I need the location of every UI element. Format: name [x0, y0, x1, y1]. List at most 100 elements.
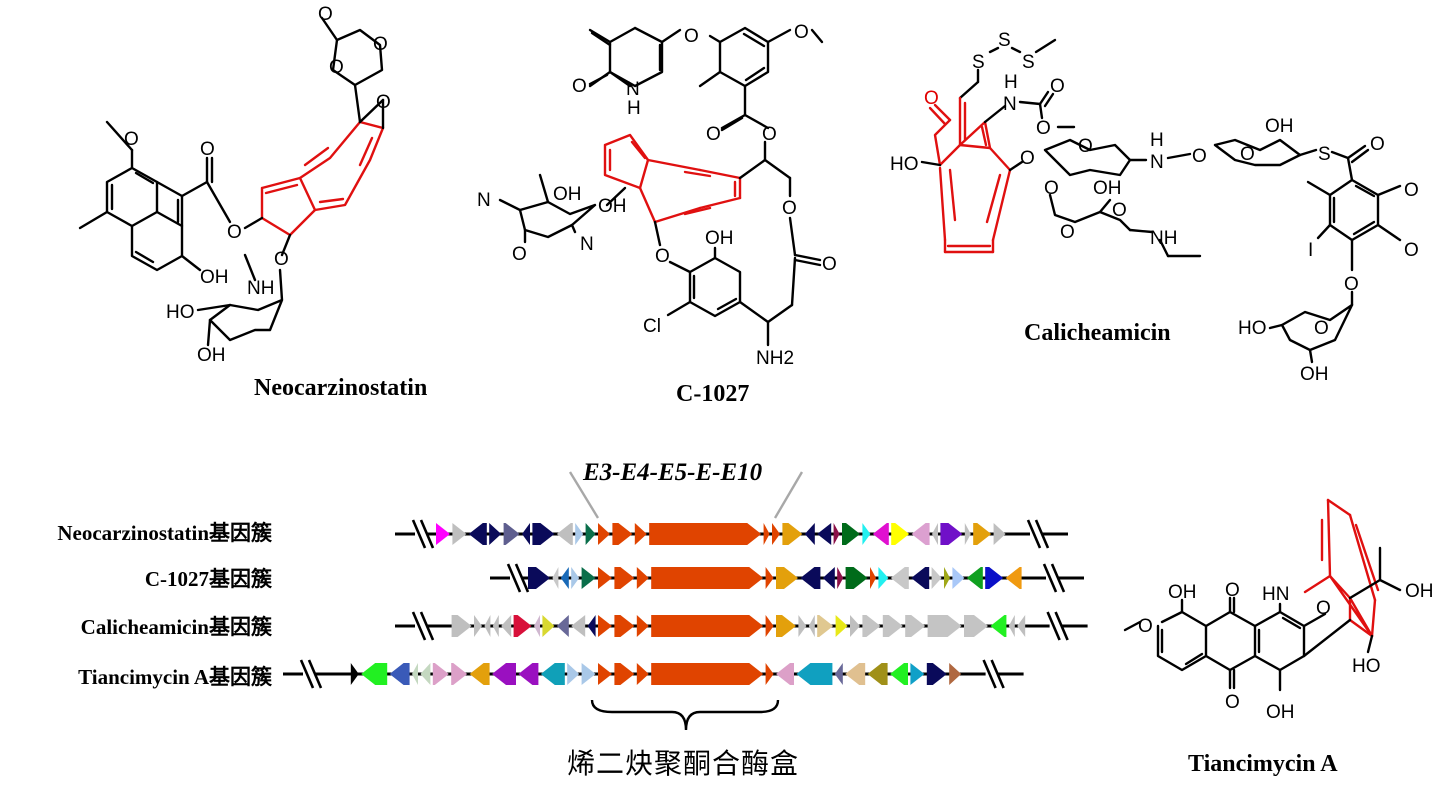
atom-label: O: [1138, 616, 1153, 637]
core-pks-gene-arrow: [612, 523, 633, 545]
gene-arrow: [835, 615, 848, 637]
gene-arrow: [890, 663, 908, 685]
atom-label: O: [1240, 144, 1255, 165]
core-pks-gene-arrow: [614, 567, 635, 589]
atom-label: O: [1036, 118, 1051, 139]
gene-arrow: [776, 663, 794, 685]
gene-arrow: [575, 523, 584, 545]
c1027-structure: O O N H O O O: [477, 22, 837, 369]
compound-name-tiancimycin: Tiancimycin A: [1188, 751, 1338, 777]
gene-arrow: [567, 663, 580, 685]
gene-arrow: [542, 615, 555, 637]
break-mark-icon: [411, 519, 435, 549]
gene-arrow: [776, 567, 798, 589]
core-title-lines: [568, 471, 804, 519]
core-pks-gene-arrow: [636, 615, 649, 637]
core-pks-gene-arrow: [765, 663, 774, 685]
atom-label: Cl: [643, 316, 661, 337]
atom-label: OH: [1093, 178, 1122, 199]
gene-arrow: [522, 523, 530, 545]
gene-track: [283, 659, 1024, 689]
atom-label: O: [1192, 146, 1207, 167]
gene-arrow: [834, 663, 843, 685]
core-pks-gene-arrow: [634, 523, 647, 545]
atom-label: O: [373, 34, 388, 55]
gene-arrow: [833, 523, 840, 545]
gene-arrow: [513, 615, 532, 637]
gene-arrow: [451, 663, 468, 685]
gene-arrow: [587, 615, 596, 637]
core-pks-gene-arrow: [636, 663, 649, 685]
atom-label: OH: [1300, 364, 1329, 385]
atom-label: OH: [1266, 702, 1295, 723]
core-pks-gene-arrow: [598, 615, 612, 637]
atom-label: O: [376, 92, 391, 113]
atom-label: H: [1004, 72, 1018, 93]
atom-label: OH: [705, 228, 734, 249]
gene-arrow: [436, 523, 450, 545]
cassette-brace: [590, 699, 780, 731]
neocarzinostatin-structure: O O O OH O O O O O: [78, 4, 391, 366]
gene-arrow: [556, 615, 569, 637]
gene-arrow: [837, 567, 844, 589]
atom-label: S: [1318, 144, 1331, 165]
core-pks-gene-arrow: [614, 615, 635, 637]
gene-arrow: [911, 523, 930, 545]
core-pks-gene-arrow: [772, 523, 780, 545]
gene-arrow: [985, 567, 1004, 589]
atom-label: OH: [1265, 116, 1294, 137]
gene-arrow: [361, 663, 388, 685]
gene-arrow: [882, 615, 903, 637]
atom-label: O: [1316, 598, 1331, 619]
gene-arrow: [492, 615, 499, 637]
atom-label-red: O: [924, 88, 939, 109]
atom-label: O: [1404, 240, 1419, 261]
gene-arrow: [845, 663, 866, 685]
gene-arrow: [585, 523, 596, 545]
gene-track: [490, 563, 1084, 593]
gene-arrow: [412, 663, 418, 685]
gene-arrow: [804, 523, 815, 545]
atom-label: O: [124, 129, 139, 150]
gene-arrow: [489, 523, 502, 545]
atom-label: S: [972, 52, 985, 73]
gene-arrow: [910, 663, 925, 685]
gene-arrow: [503, 523, 520, 545]
gene-arrow: [469, 663, 490, 685]
atom-label: O: [1225, 580, 1240, 601]
gene-arrow: [862, 523, 871, 545]
gene-arrow: [862, 615, 881, 637]
core-pks-gene-arrow: [765, 615, 774, 637]
gene-track: [395, 611, 1088, 641]
gene-arrow: [560, 567, 569, 589]
gene-arrow: [534, 615, 540, 637]
break-mark-icon: [506, 563, 530, 593]
gene-arrow: [872, 523, 889, 545]
gene-arrow: [932, 523, 938, 545]
break-mark-icon: [1026, 519, 1050, 549]
compound-name-c1027: C-1027: [676, 381, 750, 407]
atom-label: O: [1060, 222, 1075, 243]
gene-arrow: [867, 663, 888, 685]
atom-label: O: [329, 57, 344, 78]
gene-arrow: [776, 615, 796, 637]
gene-arrow: [891, 523, 910, 545]
atom-label: N: [1150, 152, 1164, 173]
gene-arrow: [420, 663, 431, 685]
atom-label: O: [227, 222, 242, 243]
gene-arrow: [817, 615, 834, 637]
atom-label: O: [1404, 180, 1419, 201]
gene-arrow: [474, 615, 482, 637]
atom-label: HO: [1238, 318, 1267, 339]
atom-label: S: [998, 30, 1011, 51]
atom-label: O: [200, 139, 215, 160]
gene-arrow: [966, 567, 983, 589]
core-genes-title: E3-E4-E5-E-E10: [583, 459, 763, 486]
gene-arrow: [940, 523, 963, 545]
break-mark-icon: [1046, 611, 1069, 641]
atom-label: H: [1150, 130, 1164, 151]
break-mark-icon: [299, 659, 323, 689]
atom-label: O: [1370, 134, 1385, 155]
gene-arrow: [845, 567, 868, 589]
